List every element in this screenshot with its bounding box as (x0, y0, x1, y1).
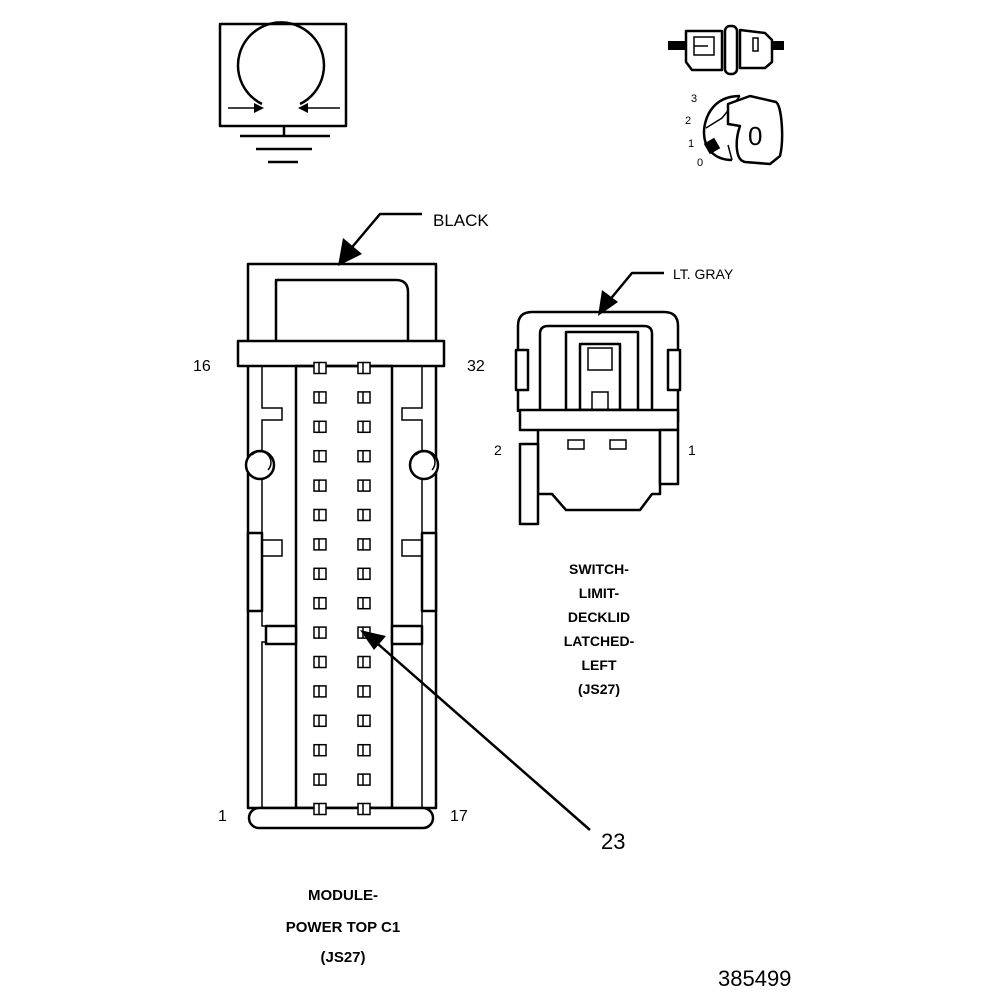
inline-connector-icon (668, 24, 784, 76)
pin-cavity (357, 508, 371, 522)
c1-color-label: BLACK (433, 211, 489, 230)
pin-cavity (357, 596, 371, 610)
pin-cavity (313, 361, 327, 375)
pin-cavity (313, 596, 327, 610)
pin-cavity (357, 773, 371, 786)
pin-cavity (313, 626, 327, 639)
switch-pin-2-label: 2 (494, 442, 502, 458)
c1-title-line2: POWER TOP C1 (286, 919, 400, 936)
switch-title-line5: LEFT (582, 657, 617, 673)
switch-title-line2: LIMIT- (579, 585, 620, 601)
pin-cavity (357, 479, 371, 492)
switch-title-line6: (JS27) (578, 681, 620, 697)
c1-title-line3: (JS27) (320, 949, 365, 966)
pin-cavity (357, 655, 371, 669)
pin-cavity (313, 567, 327, 581)
c1-pin-1-label: 1 (218, 808, 227, 825)
switch-title-line1: SWITCH- (569, 561, 629, 577)
pin-cavity (313, 714, 327, 728)
pin-cavity (357, 449, 371, 463)
pin-cavity (357, 538, 371, 551)
switch-pin-1-label: 1 (688, 442, 696, 458)
pin-cavity (313, 538, 327, 551)
callout-23-label: 23 (601, 829, 625, 854)
switch-connector-body (514, 310, 682, 526)
pin-cavity (313, 479, 327, 492)
pin-cavity (357, 391, 371, 404)
pin-cavity (313, 655, 327, 669)
pin-cavity (313, 449, 327, 463)
ignition-pos-2: 2 (685, 115, 691, 127)
c1-pin-17-label: 17 (450, 808, 468, 825)
connector-c1-body (236, 262, 446, 830)
pin-cavity (357, 361, 371, 375)
switch-color-label: LT. GRAY (673, 266, 734, 282)
pin-cavity (357, 802, 371, 816)
pin-cavity (357, 743, 371, 757)
pin-cavity (357, 567, 371, 581)
pin-cavity (313, 773, 327, 786)
switch-title-line4: LATCHED- (564, 633, 635, 649)
key-position-label: 0 (748, 121, 762, 151)
pin-cavity (313, 743, 327, 757)
pin-cavity (313, 420, 327, 434)
lt-gray-color-leader (598, 271, 664, 316)
pin-cavity (357, 420, 371, 434)
pin-cavity (313, 802, 327, 816)
switch-title-line3: DECKLID (568, 609, 630, 625)
c1-pin-16-label: 16 (193, 358, 211, 375)
ignition-switch-icon: 0 (702, 94, 784, 166)
ignition-pos-1: 1 (688, 138, 694, 150)
ignition-pos-3: 3 (691, 93, 697, 105)
callout-23-leader (360, 630, 591, 831)
pin-cavity (313, 391, 327, 404)
figure-number: 385499 (718, 966, 791, 991)
pin-cavity (357, 714, 371, 728)
pin-cavity-grid (313, 361, 371, 816)
c1-pin-32-label: 32 (467, 358, 485, 375)
ignition-pos-0: 0 (697, 157, 703, 169)
pin-cavity (357, 685, 371, 698)
c1-title-line1: MODULE- (308, 887, 378, 904)
ground-module-icon (218, 21, 348, 164)
black-color-leader (338, 212, 422, 266)
pin-cavity (313, 508, 327, 522)
pin-cavity (313, 685, 327, 698)
